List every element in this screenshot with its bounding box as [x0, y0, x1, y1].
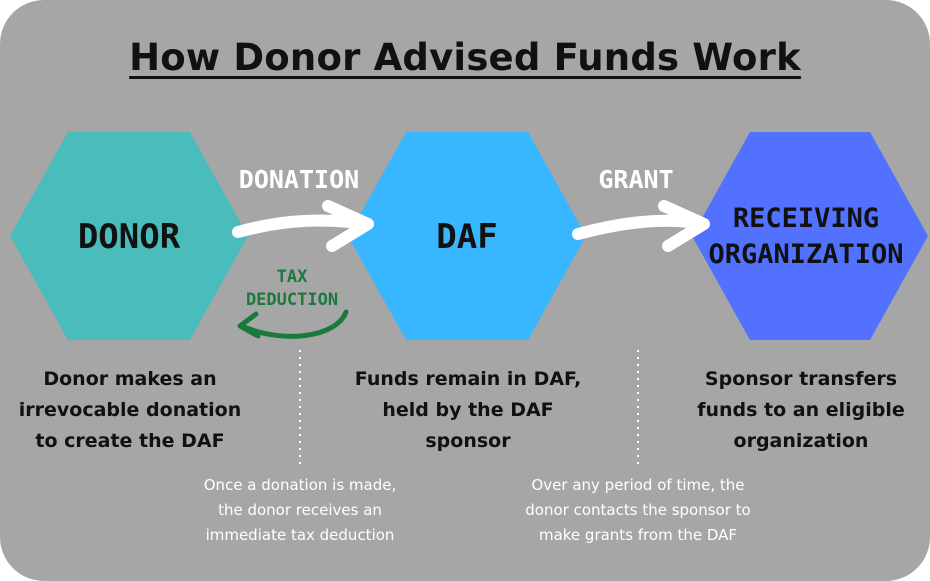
tax-deduction-arrow [237, 309, 349, 339]
receiving-description: Sponsor transfers funds to an eligible o… [697, 368, 905, 452]
donor-label: DONOR [78, 217, 181, 257]
daf-description: Funds remain in DAF, held by the DAF spo… [354, 368, 582, 452]
grant-arrow-label: GRANT [598, 165, 673, 194]
page-title: How Donor Advised Funds Work [129, 36, 801, 79]
tax-label-line1: TAX [277, 267, 308, 287]
receiving-organization-hexagon [692, 132, 928, 340]
donor-description: Donor makes an irrevocable donation to c… [18, 368, 242, 452]
donor-hexagon [10, 132, 248, 340]
donation-arrow [232, 200, 374, 252]
tax-deduction-note: Once a donation is made, the donor recei… [203, 476, 397, 544]
receiving-label-line1: RECEIVING [733, 203, 879, 234]
daf-label: DAF [436, 217, 497, 257]
receiving-label-line2: ORGANIZATION [708, 239, 903, 270]
grant-note: Over any period of time, the donor conta… [525, 476, 751, 544]
grant-arrow [572, 200, 710, 252]
daf-hexagon [348, 132, 586, 340]
donation-arrow-label: DONATION [239, 165, 359, 194]
tax-label-line2: DEDUCTION [246, 290, 338, 310]
